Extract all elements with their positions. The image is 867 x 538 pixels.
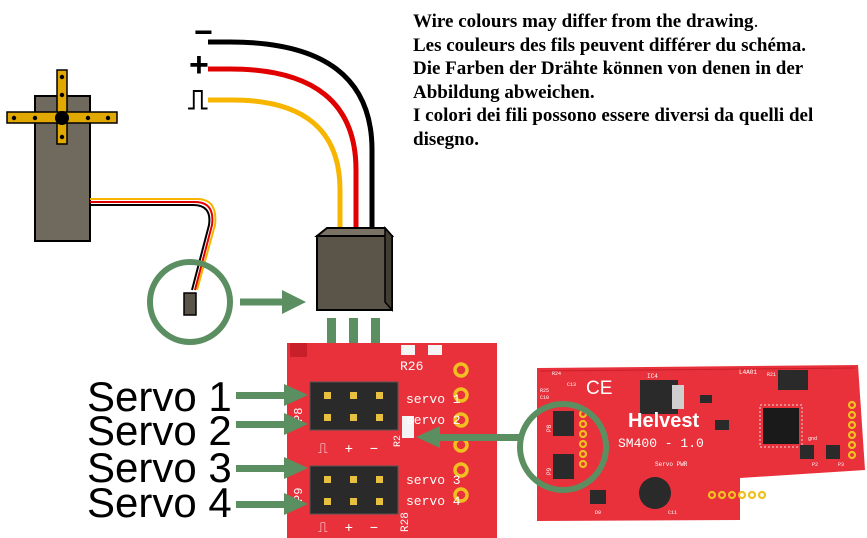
regulator-chip (640, 380, 678, 414)
polarity-plus: + (189, 46, 209, 84)
servo-motor (6, 69, 217, 316)
servo-port-arrows (236, 384, 308, 515)
connector-block (314, 226, 395, 312)
header-highlight-circle (517, 401, 609, 493)
pad-row-left (578, 409, 588, 469)
note-english: Wire colours may differ from the drawing… (413, 10, 863, 34)
label-pwr: PWR (742, 479, 753, 486)
note-english-main: Wire colours may differ from the drawing (413, 11, 754, 32)
label-board-c10: C10 (540, 395, 549, 401)
label-board-p9: P9 (546, 467, 553, 475)
polarity-signal: ⎍ (188, 84, 208, 115)
label-r26: R26 (400, 359, 423, 374)
label-servo-1: servo 1 (406, 392, 461, 407)
pin-legend-bottom: ⎍ + − (318, 521, 378, 537)
label-r2: R2 (393, 435, 404, 447)
label-board-r21: R21 (767, 372, 776, 378)
header-p9 (309, 465, 399, 515)
servo-horn-vertical (56, 69, 68, 145)
label-board-c11: C11 (668, 510, 677, 516)
arrow-to-closeup (416, 426, 522, 448)
brand-helvest: Helvest (628, 410, 699, 432)
note-german: Die Farben der Drähte können von denen i… (413, 58, 803, 103)
polarity-minus: − (194, 14, 213, 50)
note-english-dot: . (753, 11, 759, 32)
servo-horn-hub (55, 111, 69, 125)
label-servo-2: servo 2 (406, 413, 461, 428)
pcb-full-board: CE Helvest SM400 - 1.0 Servo PWR STATUS … (537, 365, 865, 521)
label-board-r24: R24 (552, 371, 561, 377)
pad-row-bottom (707, 490, 767, 500)
servo-cable-red (90, 201, 214, 291)
wire-red (208, 66, 359, 234)
label-servo-4: servo 4 (406, 494, 461, 509)
label-l4a01: L4A01 (739, 369, 757, 376)
label-board-c13: C13 (567, 382, 576, 388)
plug-highlight-circle (147, 259, 233, 345)
servo-cable-yellow (90, 198, 217, 291)
wires (208, 39, 375, 234)
label-servo-3: servo 3 (406, 473, 461, 488)
servo-cable-black (90, 204, 211, 291)
servo-label-1: Servo 1 (87, 373, 232, 420)
wire-black (208, 39, 375, 234)
servo-plug (183, 292, 197, 316)
label-ic4: IC4 (647, 373, 658, 380)
label-board-d9: D9 (595, 510, 601, 516)
label-board-p2: P2 (812, 462, 818, 468)
pin-legend-top: ⎍ + − (318, 442, 378, 458)
mcu-chip (763, 408, 799, 444)
header-p8 (309, 381, 399, 431)
note-french: Les couleurs des fils peuvent différer d… (413, 34, 807, 56)
servo-label-2: Servo 2 (87, 407, 232, 454)
label-servo-pwr: Servo PWR (655, 461, 688, 468)
label-status: STATUS (788, 475, 810, 482)
wire-colour-note: Wire colours may differ from the drawing… (413, 10, 863, 151)
label-board-p8: P8 (546, 424, 553, 432)
model-name: SM400 - 1.0 (618, 436, 704, 451)
label-board-p3: P3 (838, 462, 844, 468)
wire-yellow (208, 97, 343, 234)
arrow-to-connector (240, 290, 306, 314)
label-board-r25: R25 (540, 388, 549, 394)
label-r28: R28 (400, 512, 412, 532)
pad-row-right (847, 400, 857, 460)
servo-label-3: Servo 3 (87, 444, 232, 491)
ce-mark: CE (586, 378, 612, 399)
servo-label-4: Servo 4 (87, 479, 232, 526)
pcb-closeup: R26 R28 P8 P9 servo 1 servo 2 servo 3 se… (287, 343, 497, 538)
label-board-gnd: gnd (808, 436, 817, 442)
note-italian: I colori dei fili possono essere diversi… (413, 105, 814, 150)
